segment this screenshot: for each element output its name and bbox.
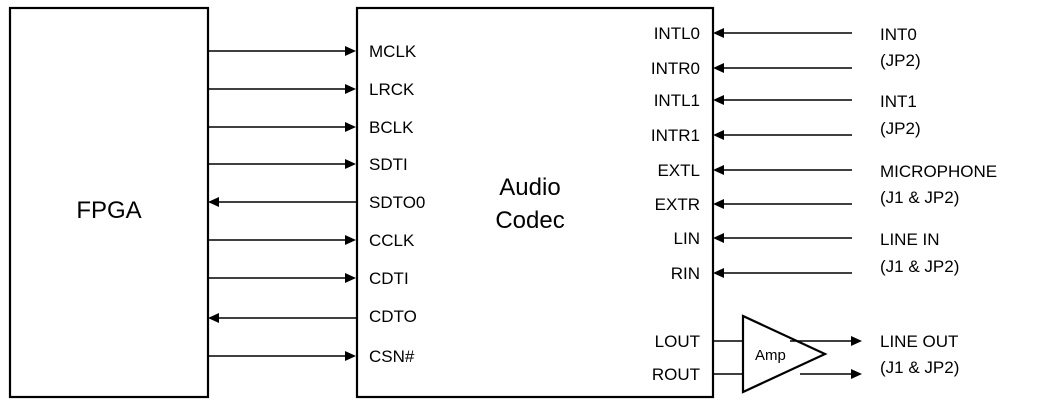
fpga-label: FPGA — [76, 197, 141, 224]
codec-label-line2: Codec — [495, 207, 564, 234]
ext-label-int1: INT1 — [880, 92, 917, 111]
pin-label-intl1: INTL1 — [654, 91, 700, 110]
pin-label-intr0: INTR0 — [651, 59, 700, 78]
arrow-intl1 — [713, 95, 724, 105]
ext-connector-int0: (JP2) — [880, 51, 921, 70]
arrow-extr — [713, 199, 724, 209]
arrow-cdti — [345, 273, 356, 283]
pin-label-sdto0: SDTO0 — [369, 193, 425, 212]
pin-label-intl0: INTL0 — [654, 24, 700, 43]
arrow-intl0 — [713, 28, 724, 38]
pin-label-cdto: CDTO — [369, 307, 417, 326]
pin-label-sdti: SDTI — [369, 155, 408, 174]
amp-label: Amp — [755, 347, 786, 364]
ext-connector-microphone: (J1 & JP2) — [880, 188, 959, 207]
arrow-lin — [713, 233, 724, 243]
arrow-mclk — [345, 46, 356, 56]
arrow-sdti — [345, 159, 356, 169]
ext-label-microphone: MICROPHONE — [880, 162, 997, 181]
fpga-block — [8, 6, 210, 399]
amp-triangle — [741, 314, 828, 394]
ext-label-int0: INT0 — [880, 25, 917, 44]
arrow-extl — [713, 165, 724, 175]
arrow-line-out-r — [851, 369, 862, 379]
pin-label-lout: LOUT — [655, 332, 700, 351]
ext-connector-line-out: (J1 & JP2) — [880, 358, 959, 377]
arrow-rin — [713, 268, 724, 278]
arrow-sdto0 — [208, 197, 219, 207]
pin-label-cdti: CDTI — [369, 269, 409, 288]
pin-label-rout: ROUT — [652, 365, 700, 384]
pin-label-lin: LIN — [674, 229, 700, 248]
pin-label-mclk: MCLK — [369, 42, 417, 61]
arrow-line-out-l — [851, 336, 862, 346]
arrow-csn — [345, 351, 356, 361]
ext-label-line-in: LINE IN — [880, 230, 940, 249]
pin-label-extl: EXTL — [657, 161, 700, 180]
arrow-cdto — [208, 313, 219, 323]
pin-label-cclk: CCLK — [369, 231, 415, 250]
arrow-intr0 — [713, 63, 724, 73]
pin-label-bclk: BCLK — [369, 118, 414, 137]
arrow-lrck — [345, 84, 356, 94]
codec-label-line1: Audio — [499, 174, 560, 201]
arrow-intr1 — [713, 130, 724, 140]
ext-label-line-out: LINE OUT — [880, 332, 958, 351]
pin-label-lrck: LRCK — [369, 80, 415, 99]
pin-label-rin: RIN — [671, 264, 700, 283]
arrow-cclk — [345, 235, 356, 245]
pin-label-extr: EXTR — [655, 195, 700, 214]
audio-codec-block — [355, 6, 715, 399]
pin-label-csn: CSN# — [369, 347, 415, 366]
arrow-bclk — [345, 122, 356, 132]
ext-connector-line-in: (J1 & JP2) — [880, 257, 959, 276]
pin-label-intr1: INTR1 — [651, 126, 700, 145]
ext-connector-int1: (JP2) — [880, 119, 921, 138]
